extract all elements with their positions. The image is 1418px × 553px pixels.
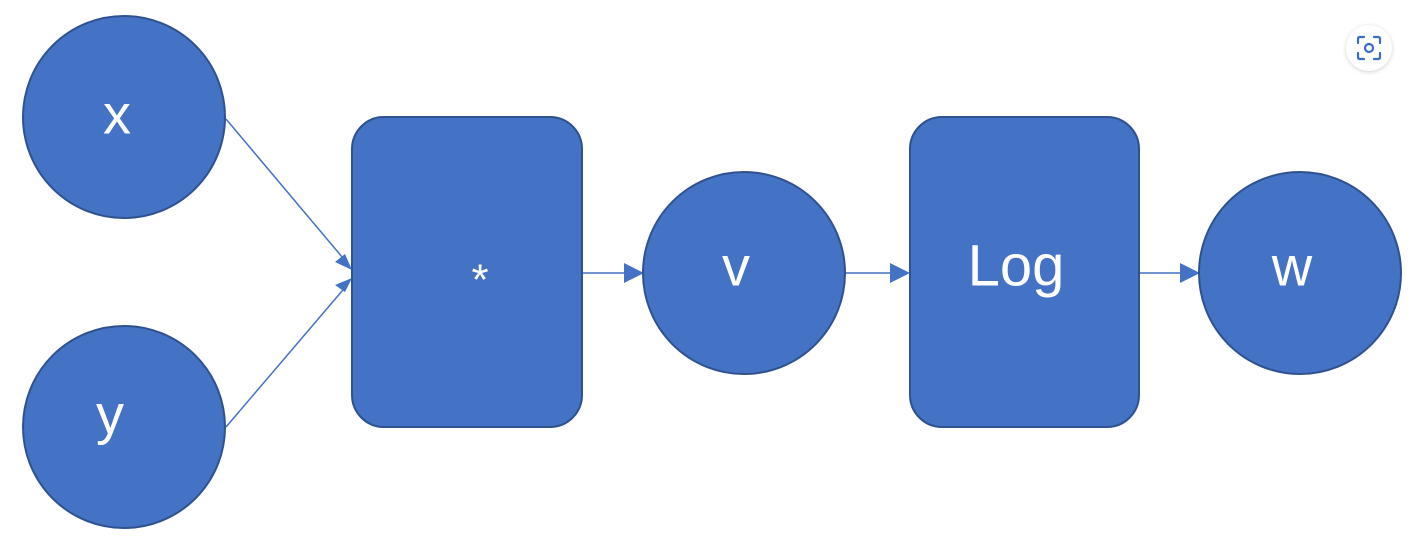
node-w-label: w bbox=[1271, 235, 1313, 298]
node-log-label: Log bbox=[968, 234, 1065, 299]
node-log: Log bbox=[909, 116, 1140, 428]
node-multiply-box bbox=[351, 116, 583, 428]
scan-button[interactable] bbox=[1346, 25, 1392, 71]
node-y-label: y bbox=[96, 383, 124, 446]
scan-icon bbox=[1356, 35, 1382, 61]
arrowhead-multiply-to-v bbox=[624, 263, 644, 283]
node-x: x bbox=[22, 15, 226, 219]
node-log-box bbox=[909, 116, 1140, 428]
edge-x-to-multiply bbox=[225, 118, 349, 265]
arrowhead-x-to-multiply bbox=[335, 254, 352, 270]
node-multiply: * bbox=[351, 116, 583, 428]
node-v-label: v bbox=[722, 235, 750, 298]
node-x-circle bbox=[22, 15, 226, 219]
arrowhead-y-to-multiply bbox=[335, 278, 352, 292]
node-x-label: x bbox=[103, 83, 131, 146]
node-v: v bbox=[642, 171, 846, 375]
node-w-circle bbox=[1198, 171, 1402, 375]
arrowhead-log-to-w bbox=[1180, 263, 1200, 283]
edge-y-to-multiply bbox=[225, 283, 349, 428]
arrowhead-v-to-log bbox=[890, 263, 910, 283]
node-v-circle bbox=[642, 171, 846, 375]
node-multiply-label: * bbox=[471, 256, 488, 305]
node-w: w bbox=[1198, 171, 1402, 375]
node-y: y bbox=[22, 325, 226, 529]
node-y-circle bbox=[22, 325, 226, 529]
